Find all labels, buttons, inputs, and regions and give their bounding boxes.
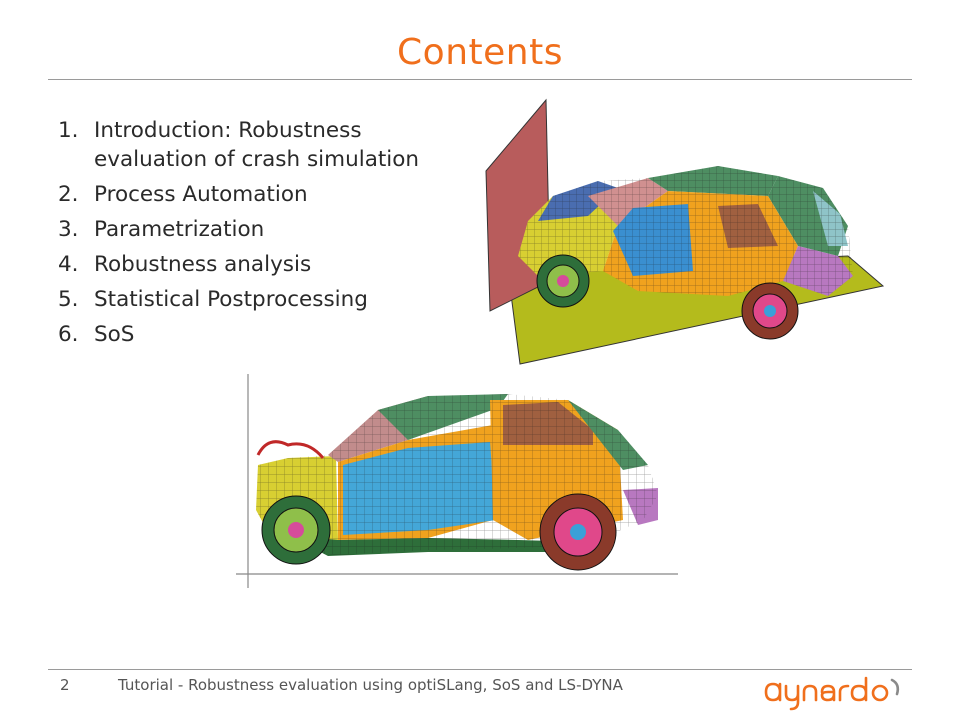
agenda-item-number: 5. xyxy=(58,287,79,312)
agenda-item-number: 3. xyxy=(58,217,79,242)
agenda-item-text: Parametrization xyxy=(94,217,265,242)
agenda-item-number: 1. xyxy=(58,118,79,143)
car-mesh-before-impact-image xyxy=(485,98,885,365)
agenda-item-text: SoS xyxy=(94,322,135,347)
agenda-item-text: Introduction: Robustness evaluation of c… xyxy=(94,118,420,172)
dynardo-logo xyxy=(764,676,900,711)
title-divider xyxy=(48,79,912,80)
car-mesh-deformed-image xyxy=(236,374,678,588)
agenda-item-number: 6. xyxy=(58,322,79,347)
agenda-item-number: 4. xyxy=(58,252,79,277)
page-number: 2 xyxy=(60,676,70,694)
footer-text: Tutorial - Robustness evaluation using o… xyxy=(118,676,623,694)
slide-title: Contents xyxy=(397,32,563,73)
agenda-item: 4. Robustness analysis xyxy=(58,250,478,279)
agenda-list: 1. Introduction: Robustness evaluation o… xyxy=(58,116,478,355)
footer-divider xyxy=(48,669,912,670)
agenda-item-text: Process Automation xyxy=(94,182,308,207)
agenda-item-text: Robustness analysis xyxy=(94,252,312,277)
agenda-item: 6. SoS xyxy=(58,320,478,349)
agenda-item: 1. Introduction: Robustness evaluation o… xyxy=(58,116,478,174)
agenda-item: 2. Process Automation xyxy=(58,180,478,209)
agenda-item: 3. Parametrization xyxy=(58,215,478,244)
agenda-item: 5. Statistical Postprocessing xyxy=(58,285,478,314)
agenda-item-text: Statistical Postprocessing xyxy=(94,287,368,312)
agenda-item-number: 2. xyxy=(58,182,79,207)
